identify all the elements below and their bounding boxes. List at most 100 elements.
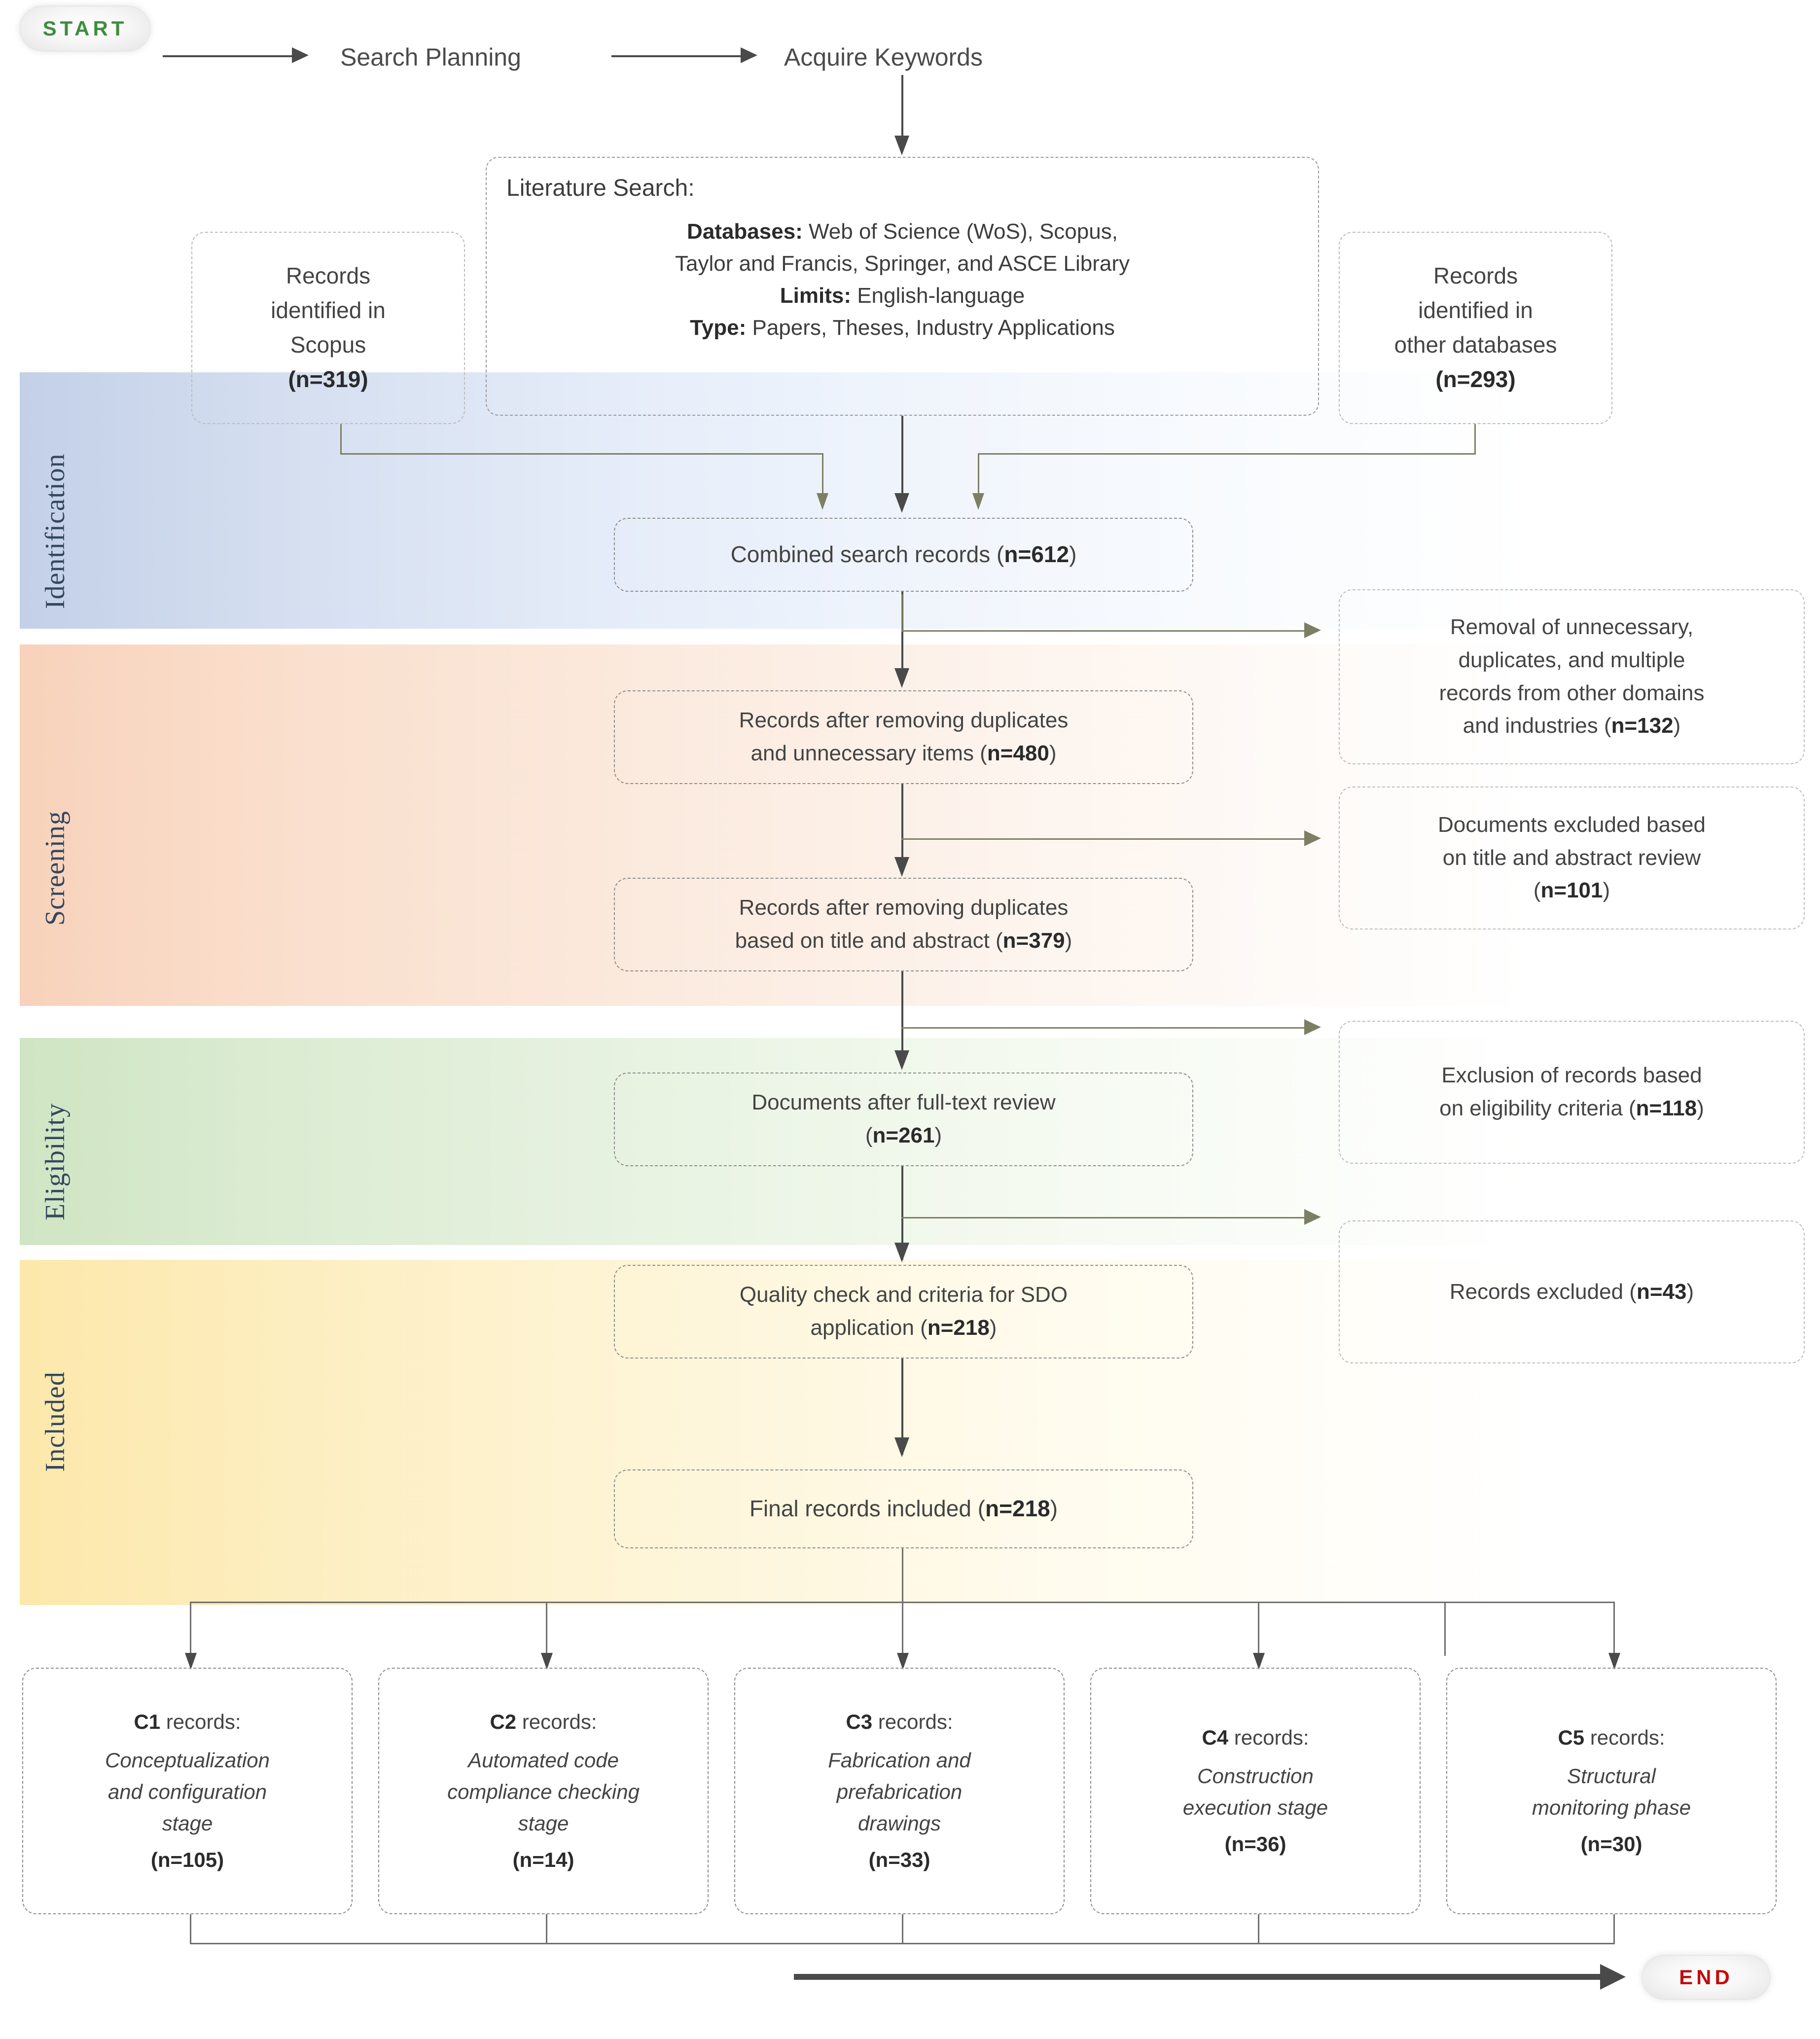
connector-dupes-to-title — [901, 784, 903, 870]
arrow-to-category-c5 — [1608, 1653, 1620, 1670]
fanout-drop-c5-stub — [1444, 1602, 1446, 1656]
c2-code: C2 — [490, 1710, 517, 1734]
fanout-drop-c4 — [1258, 1602, 1259, 1656]
merge-stub-c2 — [546, 1914, 547, 1944]
excl-title-line2: on title and abstract review — [1442, 845, 1701, 870]
scopus-count: (n=319) — [288, 366, 368, 392]
final-count: n=218 — [985, 1496, 1050, 1522]
excl-title-count: n=101 — [1540, 878, 1603, 903]
excl-elig-count: n=118 — [1636, 1096, 1697, 1120]
arrow-fulltext-to-quality — [894, 1243, 909, 1262]
excl-title-tail: ) — [1603, 878, 1610, 903]
c1-count: (n=105) — [150, 1848, 224, 1871]
connector-final-to-fanout — [902, 1548, 903, 1604]
c2-desc-3: stage — [518, 1811, 569, 1835]
connector-other-down — [1474, 424, 1476, 455]
final-text: Final records included ( — [749, 1496, 986, 1522]
end-badge[interactable]: END — [1642, 1955, 1770, 2000]
arrow-to-exclusion-eligibility — [1304, 1019, 1321, 1035]
title-abstract-line2: based on title and abstract ( — [735, 929, 1003, 953]
scopus-line3: Scopus — [290, 332, 366, 358]
node-final-records-included: Final records included (n=218) — [614, 1469, 1193, 1548]
category-box-c4: C4 records: Construction execution stage… — [1090, 1668, 1421, 1914]
category-box-c3: C3 records: Fabrication and prefabricati… — [734, 1668, 1065, 1914]
c3-count: (n=33) — [868, 1848, 930, 1871]
literature-search-title: Literature Search: — [506, 175, 695, 201]
connector-title-branch-right — [901, 1027, 1306, 1029]
title-abstract-tail: ) — [1065, 929, 1072, 953]
type-label: Type: — [690, 316, 747, 340]
other-line3: other databases — [1394, 332, 1557, 358]
final-tail: ) — [1050, 1496, 1058, 1522]
connector-keywords-to-literature — [901, 75, 903, 139]
arrow-other-to-combined — [972, 493, 984, 510]
fulltext-tail: ) — [934, 1123, 942, 1147]
c3-desc-3: drawings — [857, 1811, 941, 1835]
c5-code: C5 — [1558, 1726, 1585, 1750]
c1-desc-3: stage — [162, 1811, 213, 1835]
arrow-dupes-to-title — [894, 857, 909, 877]
arrow-start-to-planning — [292, 47, 309, 63]
after-dupes-line1: Records after removing duplicates — [739, 708, 1069, 733]
connector-merge-to-end — [794, 1974, 1603, 1980]
c1-head-tail: records: — [160, 1710, 241, 1734]
connector-combined-to-dupes — [901, 592, 903, 683]
node-records-excluded: Records excluded (n=43) — [1339, 1220, 1805, 1363]
node-combined-search-records: Combined search records (n=612) — [614, 518, 1193, 592]
source-box-scopus: Records identified in Scopus (n=319) — [191, 232, 465, 424]
connector-combined-branch-down — [901, 594, 903, 631]
arrow-title-to-fulltext — [894, 1050, 909, 1070]
fanout-drop-c5 — [1613, 1602, 1615, 1656]
after-dupes-tail: ) — [1049, 741, 1057, 765]
category-box-c2: C2 records: Automated code compliance ch… — [378, 1668, 709, 1914]
arrow-quality-to-final — [894, 1437, 909, 1457]
arrow-planning-to-keywords — [741, 47, 757, 63]
connector-other-drop — [978, 453, 979, 498]
fanout-horizontal-rail — [190, 1602, 1445, 1603]
limits-value: English-language — [851, 284, 1025, 308]
node-exclusion-eligibility: Exclusion of records based on eligibilit… — [1339, 1021, 1805, 1164]
c1-desc-1: Conceptualization — [105, 1749, 270, 1772]
excl-elig-line1: Exclusion of records based — [1441, 1063, 1702, 1088]
connector-other-across — [978, 453, 1476, 455]
literature-search-databases: Databases: Web of Science (WoS), Scopus, — [506, 215, 1298, 248]
quality-count: n=218 — [927, 1316, 990, 1340]
quality-line2: application ( — [810, 1316, 928, 1340]
literature-search-limits: Limits: English-language — [506, 280, 1298, 312]
databases-value: Web of Science (WoS), Scopus, — [802, 219, 1118, 244]
arrow-to-category-c4 — [1253, 1653, 1265, 1670]
removal-count: n=132 — [1611, 714, 1674, 738]
arrow-to-end — [1600, 1964, 1626, 1990]
literature-search-box: Literature Search: Databases: Web of Sci… — [486, 157, 1319, 416]
category-box-c1: C1 records: Conceptualization and config… — [22, 1668, 353, 1914]
c5-head-tail: records: — [1584, 1726, 1665, 1750]
source-box-other-databases: Records identified in other databases (n… — [1339, 232, 1612, 424]
arrow-to-category-c2 — [541, 1653, 553, 1670]
start-badge[interactable]: START — [20, 6, 150, 51]
fanout-drop-c2 — [546, 1602, 547, 1656]
c5-desc-2: monitoring phase — [1532, 1796, 1691, 1819]
c4-desc-1: Construction — [1197, 1764, 1314, 1788]
rec-excl-tail: ) — [1686, 1279, 1694, 1304]
after-dupes-line2: and unnecessary items ( — [750, 741, 987, 765]
c2-desc-1: Automated code — [468, 1749, 619, 1772]
type-value: Papers, Theses, Industry Applications — [746, 316, 1115, 340]
connector-start-to-planning — [163, 55, 293, 57]
arrow-to-excluded-title-abstract — [1304, 830, 1321, 846]
connector-combined-branch-right — [901, 630, 1306, 632]
merge-stub-c3 — [902, 1914, 903, 1944]
phase-band-label-screening: Screening — [40, 811, 71, 926]
c4-desc-2: execution stage — [1182, 1796, 1328, 1819]
c3-desc-2: prefabrication — [836, 1780, 963, 1804]
c3-code: C3 — [846, 1710, 873, 1734]
literature-search-databases-line2: Taylor and Francis, Springer, and ASCE L… — [675, 251, 1130, 276]
phase-band-screening: Screening — [20, 644, 1529, 1006]
connector-fulltext-to-quality — [901, 1166, 903, 1260]
quality-line1: Quality check and criteria for SDO — [739, 1283, 1068, 1307]
merge-stub-c5 — [1613, 1914, 1615, 1944]
connector-literature-to-combined — [901, 416, 903, 505]
fulltext-line2: ( — [865, 1123, 873, 1147]
arrow-to-removal-box — [1304, 622, 1321, 638]
merge-rail-bottom — [190, 1943, 1615, 1944]
